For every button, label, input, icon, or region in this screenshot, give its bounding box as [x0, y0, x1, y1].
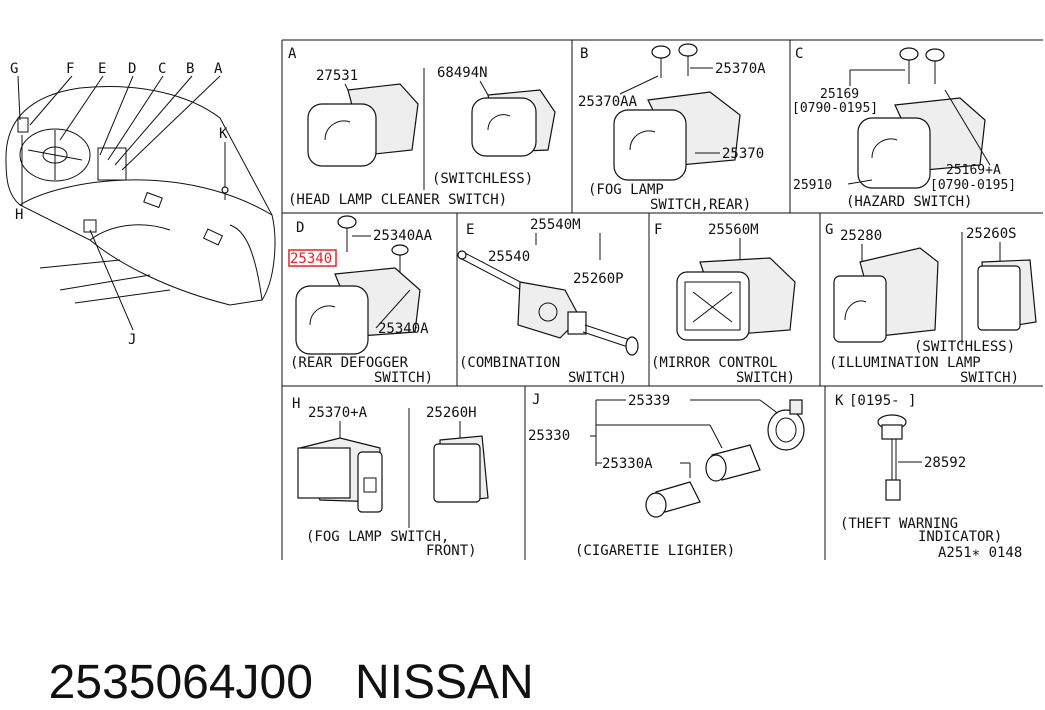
- panel-grid: [281, 39, 1043, 560]
- part-25169a-range: [0790-0195]: [930, 178, 1016, 193]
- panel-f: F 25560M (MIRROR CONTROL SWITCH): [651, 222, 796, 386]
- part-25340a: 25340A: [378, 321, 429, 337]
- panel-f-caption-1: (MIRROR CONTROL: [651, 355, 777, 371]
- panel-f-caption-2: SWITCH): [736, 370, 795, 386]
- panel-h-letter: H: [292, 396, 300, 412]
- panel-e-letter: E: [466, 222, 474, 238]
- part-25910: 25910: [793, 178, 832, 193]
- part-25330: 25330: [528, 428, 570, 444]
- panel-e-caption-1: (COMBINATION: [459, 355, 560, 371]
- part-25260h: 25260H: [426, 405, 477, 421]
- dashboard-letters: G F E D C B A K H J: [10, 61, 228, 348]
- parts-diagram: G F E D C B A K H J A 27531 68494N (SWIT…: [5, 39, 1043, 561]
- part-68494n: 68494N: [437, 65, 488, 81]
- part-25540: 25540: [488, 249, 530, 265]
- panel-h-caption-1: (FOG LAMP SWITCH,: [306, 529, 449, 545]
- part-25540m: 25540M: [530, 217, 581, 233]
- panel-g-letter: G: [825, 222, 833, 238]
- part-25370aa: 25370AA: [578, 94, 638, 110]
- panel-e: E 25540M 25540 25260P (COMBINATION SWITC…: [457, 217, 639, 386]
- letter-d: D: [128, 61, 136, 77]
- panel-k-caption-2: INDICATOR): [918, 529, 1002, 545]
- panel-j-letter: J: [532, 392, 540, 408]
- footer-part-number: 2535064J00: [48, 656, 313, 709]
- part-25340aa: 25340AA: [373, 228, 433, 244]
- panel-g-note: (SWITCHLESS): [914, 339, 1015, 355]
- letter-h: H: [15, 207, 23, 223]
- part-28592: 28592: [924, 455, 966, 471]
- diagram-code: A251∗ 0148: [938, 545, 1022, 561]
- panel-k-caption-1: (THEFT WARNING: [840, 516, 958, 532]
- letter-a: A: [214, 61, 223, 77]
- footer: 2535064J00 NISSAN: [22, 600, 534, 710]
- panel-h-caption-2: FRONT): [426, 543, 477, 559]
- panel-j: J 25339 25330 25330A (CIGARETIE LIGHIER): [528, 392, 805, 559]
- panel-j-caption: (CIGARETIE LIGHIER): [575, 543, 735, 559]
- panel-k-letter: K: [835, 393, 844, 409]
- panel-k: K [0195- ] 28592 (THEFT WARNING INDICATO…: [835, 393, 1022, 561]
- dashboard-overview: [5, 75, 276, 331]
- panel-b-letter: B: [580, 46, 588, 62]
- letter-j: J: [128, 332, 136, 348]
- footer-brand: NISSAN: [354, 656, 534, 709]
- part-25370: 25370: [722, 146, 764, 162]
- part-25339: 25339: [628, 393, 670, 409]
- part-25169: 25169: [820, 87, 859, 102]
- part-27531: 27531: [316, 68, 358, 84]
- panel-b: B 25370A 25370AA 25370 (FOG LAMP SWITCH,…: [578, 43, 766, 213]
- panel-f-letter: F: [654, 222, 662, 238]
- panel-c-letter: C: [795, 46, 803, 62]
- part-25169a: 25169+A: [946, 163, 1001, 178]
- highlight-box: [288, 249, 337, 267]
- part-25280: 25280: [840, 228, 882, 244]
- letter-k: K: [219, 126, 228, 142]
- panel-k-date-range: [0195- ]: [849, 393, 916, 409]
- panel-d-letter: D: [296, 220, 304, 236]
- panel-g: G 25280 25260S (SWITCHLESS) (ILLUMINATIO…: [825, 222, 1037, 386]
- panel-d-caption-1: (REAR DEFOGGER: [290, 355, 409, 371]
- panel-b-caption-1: (FOG LAMP: [588, 182, 664, 198]
- letter-f: F: [66, 61, 74, 77]
- letter-e: E: [98, 61, 106, 77]
- part-25370a: 25370A: [715, 61, 766, 77]
- part-25560m: 25560M: [708, 222, 759, 238]
- part-25340-highlighted: 25340: [290, 251, 332, 267]
- panel-d-caption-2: SWITCH): [374, 370, 433, 386]
- panel-g-caption-2: SWITCH): [960, 370, 1019, 386]
- panel-a-caption: (HEAD LAMP CLEANER SWITCH): [288, 192, 507, 208]
- panel-d: D 25340AA 25340 25340A (REAR DEFOGGER SW…: [288, 215, 433, 386]
- letter-c: C: [158, 61, 166, 77]
- part-25330a: 25330A: [602, 456, 653, 472]
- panel-a: A 27531 68494N (SWITCHLESS) (HEAD LAMP C…: [288, 46, 556, 208]
- panel-e-caption-2: SWITCH): [568, 370, 627, 386]
- letter-g: G: [10, 61, 18, 77]
- part-25260s: 25260S: [966, 226, 1017, 242]
- part-25169-range: [0790-0195]: [792, 101, 878, 116]
- part-25370plusa: 25370+A: [308, 405, 368, 421]
- panel-a-letter: A: [288, 46, 297, 62]
- panel-c-caption: (HAZARD SWITCH): [846, 194, 972, 210]
- panel-a-note: (SWITCHLESS): [432, 171, 533, 187]
- panel-b-caption-2: SWITCH,REAR): [650, 197, 751, 213]
- panel-g-caption-1: (ILLUMINATION LAMP: [829, 355, 981, 371]
- letter-b: B: [186, 61, 194, 77]
- panel-c: C 25169 [0790-0195] 25910 25169+A [0790-…: [792, 46, 1016, 210]
- panel-h: H 25370+A 25260H (FOG LAMP SWITCH, FRONT…: [292, 396, 489, 559]
- part-25260p: 25260P: [573, 271, 624, 287]
